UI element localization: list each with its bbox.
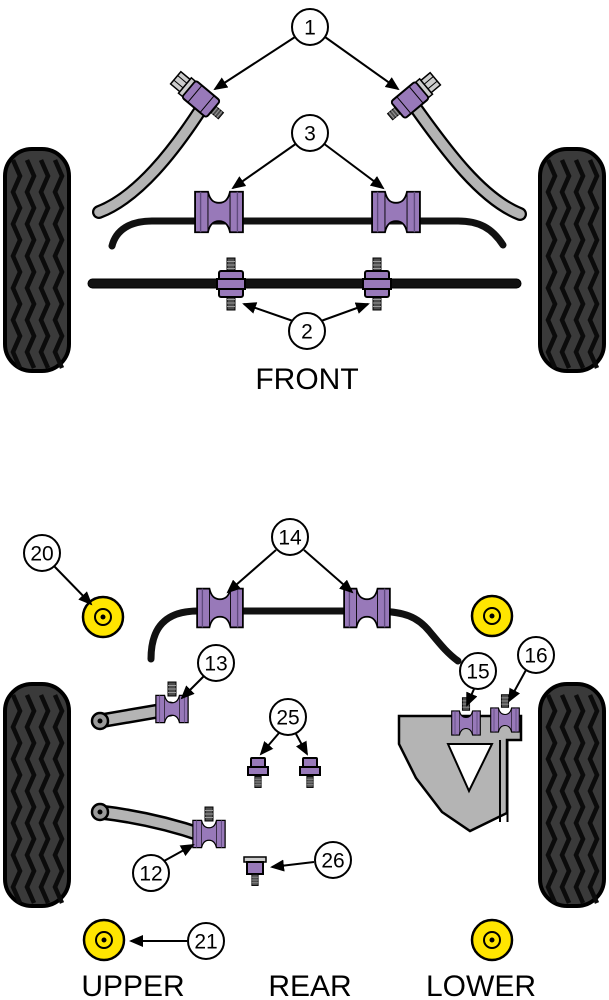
bushing-26: [243, 856, 267, 886]
callout-15-circle: [459, 652, 497, 690]
front-left-tire: [5, 149, 69, 371]
callout-14-arrow-right: [303, 549, 354, 594]
callout-16-arrow: [508, 669, 527, 703]
front-arb-bushing-left: [194, 190, 244, 234]
callout-2-arrow-right: [320, 302, 370, 322]
knuckle-cutout: [446, 743, 494, 794]
callout-20-number: 20: [30, 543, 53, 566]
bushing-25-left: [247, 757, 269, 788]
callout-12-number: 12: [139, 863, 162, 886]
hex-head: [169, 70, 192, 93]
bushing-25-right: [299, 757, 321, 788]
callout-14-arrow-left: [226, 549, 277, 594]
hex-head: [419, 71, 442, 94]
yellow-bushing-lower-left: [82, 918, 126, 962]
callout-12-circle: [132, 854, 170, 892]
front-lower-bar: [87, 278, 522, 289]
callout-3-circle: [291, 114, 329, 152]
front-droplink-bushing-right: [386, 71, 442, 121]
callout-25-number: 25: [276, 707, 299, 730]
callout-2-arrow-left: [242, 302, 294, 322]
callout-21-circle: [187, 922, 225, 960]
front-droplink-right-bar: [406, 97, 527, 221]
callout-3-number: 3: [304, 123, 316, 146]
rear-arb-bushing-left: [196, 587, 244, 629]
callout-25-circle: [269, 698, 307, 736]
callout-3: 3: [231, 114, 385, 190]
front-arb-bushing-right: [371, 190, 421, 234]
callout-1: 1: [213, 8, 400, 91]
callout-26-arrow: [270, 859, 315, 872]
callout-1-circle: [291, 8, 329, 46]
callout-16: 16: [508, 636, 555, 703]
callout-13: 13: [180, 644, 235, 700]
upper-label: UPPER: [81, 970, 184, 1000]
callout-14: 14: [226, 518, 354, 594]
yellow-bushing-upper-right: [470, 594, 514, 638]
front-droplink-left-bar: [92, 99, 210, 219]
callout-14-circle: [271, 518, 309, 556]
callout-2-circle: [288, 312, 326, 350]
bushing-13: [155, 681, 189, 724]
yellow-bushing-lower-right: [470, 918, 514, 962]
callout-12: 12: [132, 844, 195, 892]
callout-2-number: 2: [301, 321, 313, 344]
callout-13-arrow: [180, 675, 205, 700]
callout-15-arrow: [466, 688, 478, 707]
rear-left-tire: [5, 684, 69, 906]
bushing-12: [192, 806, 226, 849]
callout-26: 26: [270, 841, 352, 879]
lower-label: LOWER: [426, 970, 536, 1000]
callout-12-arrow: [163, 844, 195, 862]
front-bar-bushing-right: [362, 257, 392, 311]
callout-1-arrow-right: [324, 36, 400, 91]
callout-3-arrow-left: [231, 142, 298, 190]
callout-25-arrow-left: [259, 732, 280, 756]
rear-label: REAR: [268, 970, 351, 1000]
rear-lower-arm: [90, 802, 210, 843]
callout-1-arrow-left: [213, 36, 296, 91]
callout-3-arrow-right: [322, 142, 385, 190]
callout-25-arrow-right: [295, 733, 308, 756]
callout-15: 15: [459, 652, 497, 707]
callout-14-number: 14: [278, 527, 302, 550]
callout-26-circle: [314, 841, 352, 879]
front-droplink-bushing-left: [169, 70, 225, 120]
callout-26-number: 26: [321, 850, 344, 873]
rear-anti-roll-bar: [147, 607, 462, 665]
callout-21-number: 21: [194, 931, 217, 954]
callout-20: 20: [23, 534, 93, 606]
rear-knuckle: [397, 714, 523, 833]
front-anti-roll-bar: [108, 217, 507, 250]
rear-arb-bushing-right: [343, 587, 391, 629]
callout-15-number: 15: [466, 661, 489, 684]
front-right-tire: [540, 149, 604, 371]
front-label: FRONT: [255, 363, 358, 396]
callout-20-circle: [23, 534, 61, 572]
front-bar-bushing-left: [216, 257, 246, 311]
callout-16-circle: [517, 636, 555, 674]
callout-2: 2: [242, 302, 370, 350]
rear-right-tire: [540, 684, 604, 906]
callout-13-number: 13: [204, 653, 227, 676]
callout-20-arrow: [53, 565, 93, 606]
callout-25: 25: [259, 698, 308, 756]
callout-13-circle: [197, 644, 235, 682]
callout-1-number: 1: [304, 17, 316, 40]
callout-21: 21: [129, 922, 225, 960]
callout-16-number: 16: [524, 645, 547, 668]
